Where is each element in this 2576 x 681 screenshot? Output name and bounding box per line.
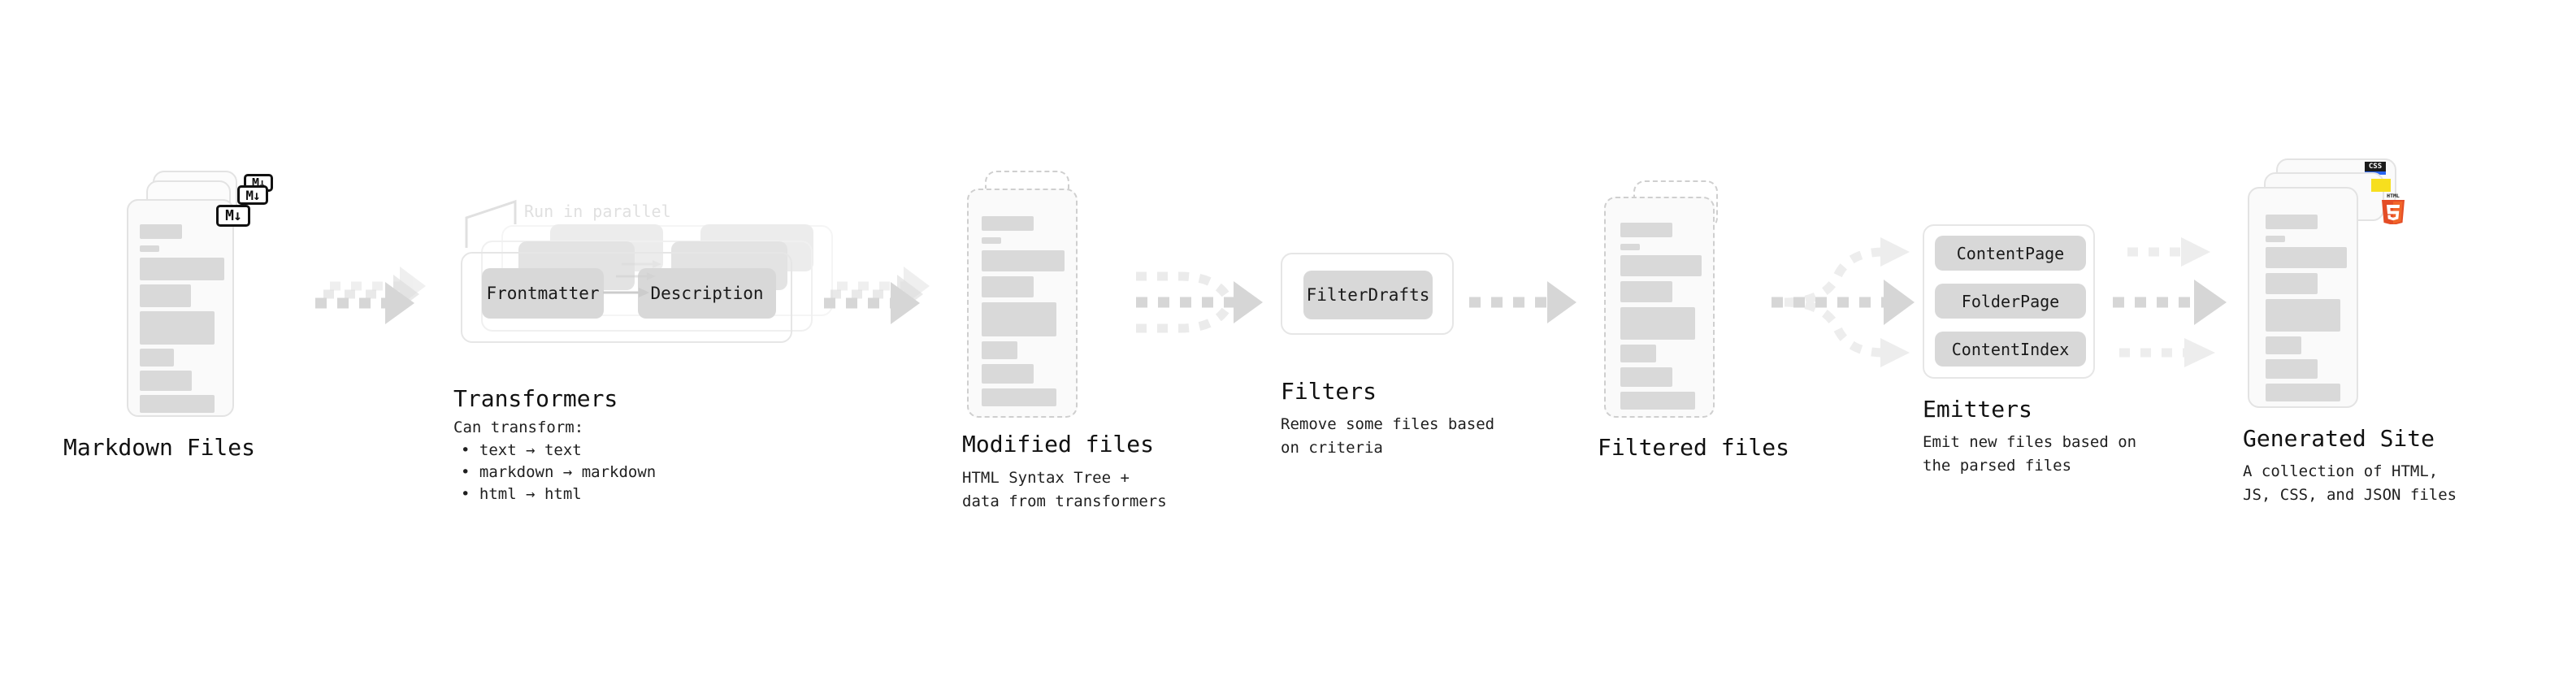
stage-subtitle-filters: Remove some files based on criteria [1281,415,1495,457]
skeleton-bar [2266,336,2301,354]
skeleton-bar [1620,307,1695,340]
skeleton-bar [982,364,1034,384]
skeleton-bar [982,237,1001,244]
skeleton-bar [2266,273,2318,294]
skeleton-bar [2266,299,2340,332]
skeleton-bar [1620,281,1672,302]
transformers-subtitle-heading: Can transform: [453,419,584,436]
transformers-annotation: Run in parallel [524,202,671,221]
stage-title-modified-files: Modified files [962,431,1155,458]
skeleton-bar [140,349,174,367]
skeleton-bar [982,276,1034,297]
connector-modified-to-filters [1136,271,1263,333]
emitter-node-contentpage[interactable]: ContentPage [1935,236,2086,271]
connector-md-to-transformers [315,267,426,324]
skeleton-bar [140,311,215,345]
skeleton-bar [1620,244,1640,250]
connector-filters-to-filtered [1469,281,1576,323]
skeleton-bar [982,388,1056,406]
skeleton-bar [1620,367,1672,387]
skeleton-bar [982,216,1034,231]
js-icon [2371,179,2391,192]
skeleton-bar [1620,255,1702,276]
skeleton-bar [140,371,192,391]
html5-icon: HTML [2382,193,2405,224]
connector-emitters-to-site [2113,237,2227,367]
site-card-front [2248,187,2358,408]
transformers-bullet-1: • markdown → markdown [461,463,657,481]
connector-filtered-to-emitters [1772,237,1915,367]
skeleton-bar [140,224,182,239]
transformer-node-frontmatter[interactable]: Frontmatter [482,268,604,319]
emitter-node-folderpage[interactable]: FolderPage [1935,284,2086,319]
stage-title-filters: Filters [1281,378,1377,405]
stage-subtitle-emitters: Emit new files based on the parsed files [1923,433,2137,475]
filter-node-filterdrafts[interactable]: FilterDrafts [1303,271,1433,319]
connector-transformers-to-modified [824,267,930,324]
stage-title-filtered-files: Filtered files [1598,434,1790,461]
transformers-bullet-0: • text → text [461,441,582,459]
modified-card-front [967,189,1078,418]
skeleton-bar [1620,223,1672,237]
skeleton-bar [2266,236,2285,242]
stage-title-markdown-files: Markdown Files [63,434,256,461]
emitter-node-contentindex[interactable]: ContentIndex [1935,332,2086,367]
markdown-icon-mid: M↓ [237,185,268,205]
transformers-bullet-2: • html → html [461,485,582,503]
transformer-node-description[interactable]: Description [638,268,776,319]
skeleton-bar [982,341,1017,359]
markdown-card-front-body [127,199,234,417]
skeleton-bar [1620,392,1695,410]
skeleton-bar [982,302,1056,336]
svg-text:HTML: HTML [2387,193,2400,199]
filters-box: FilterDrafts [1281,253,1454,335]
transformers-box-front: Frontmatter Description [461,252,792,343]
skeleton-bar [982,250,1065,271]
skeleton-bar [140,395,215,413]
skeleton-bar [2266,215,2318,229]
skeleton-bar [2266,384,2340,401]
skeleton-bar [140,258,224,280]
markdown-icon-front: M↓ [216,205,250,227]
skeleton-bar [2266,247,2347,268]
stage-title-emitters: Emitters [1923,396,2032,423]
stage-subtitle-generated-site: A collection of HTML, JS, CSS, and JSON … [2243,462,2457,504]
stage-title-generated-site: Generated Site [2243,425,2435,452]
filtered-card-front [1604,197,1715,418]
skeleton-bar [140,284,191,307]
stage-title-transformers: Transformers [453,385,618,412]
emitters-box: ContentPage FolderPage ContentIndex [1923,224,2095,379]
skeleton-bar [2266,359,2318,379]
stage-subtitle-modified-files: HTML Syntax Tree + data from transformer… [962,469,1167,510]
skeleton-bar [140,245,159,252]
skeleton-bar [1620,345,1656,362]
